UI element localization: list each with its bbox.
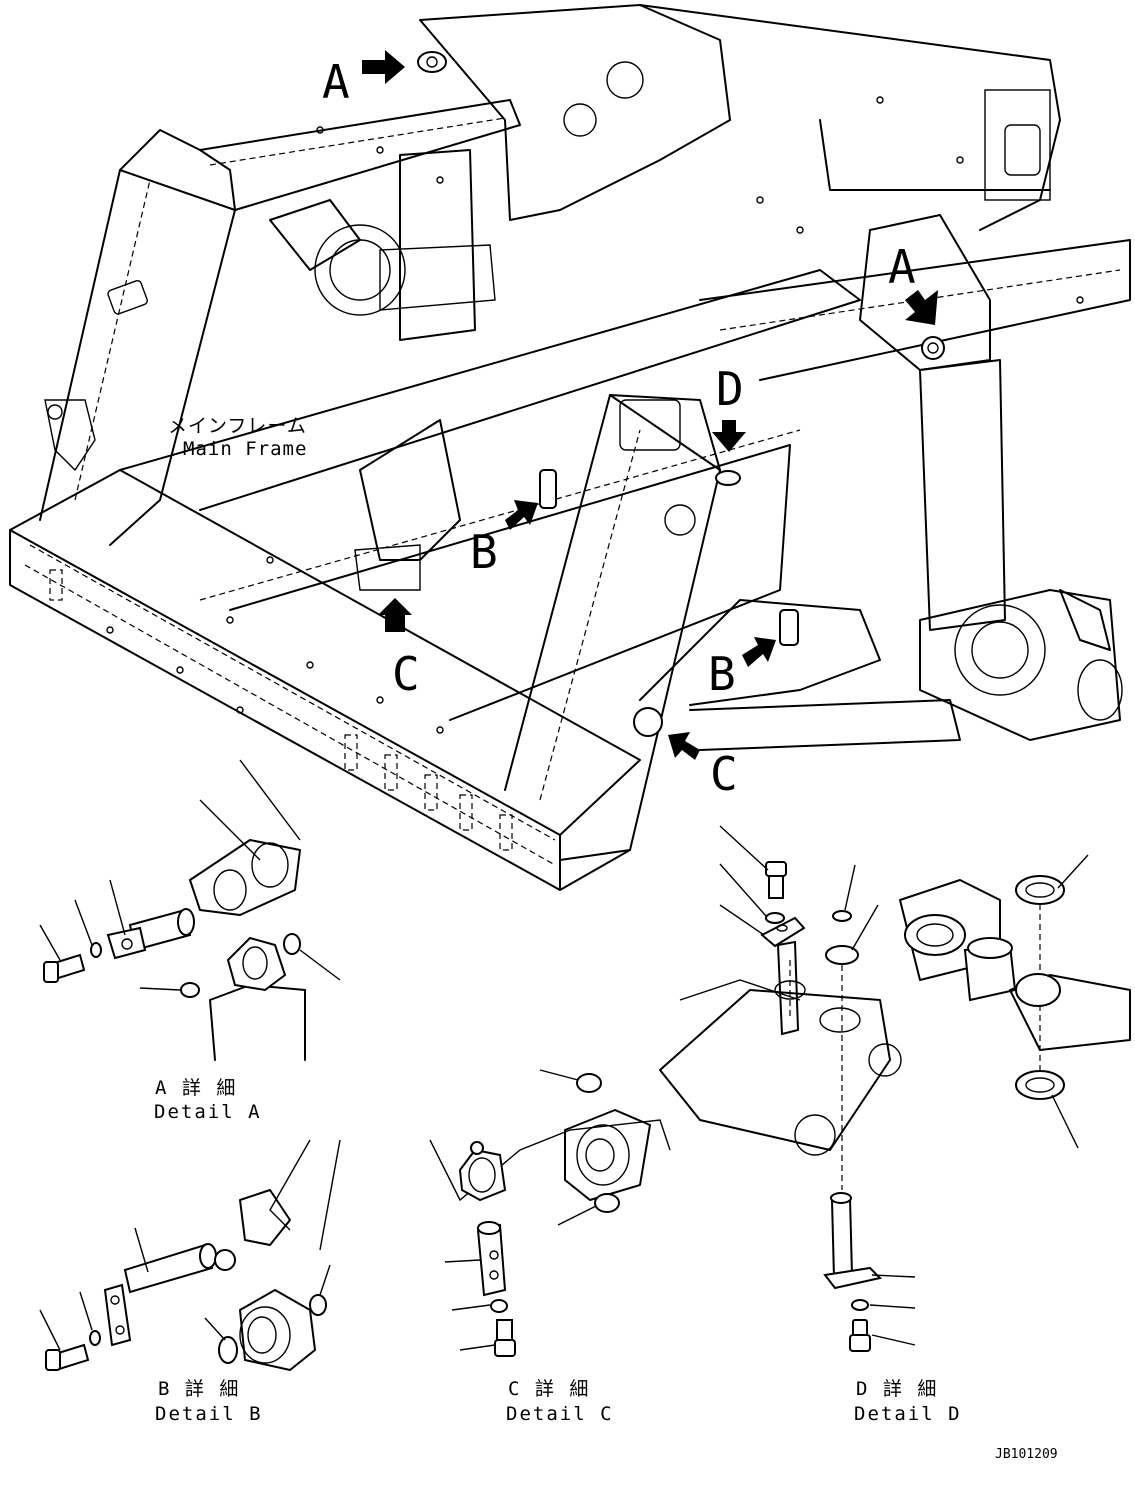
bolt-markers bbox=[106, 96, 1084, 734]
main-frame-label-en: Main Frame bbox=[183, 438, 307, 460]
svg-text:Detail C: Detail C bbox=[506, 1403, 614, 1425]
callout-c-left: C bbox=[378, 598, 420, 701]
callout-a-top: A bbox=[322, 50, 405, 109]
detail-b-drawing bbox=[39, 1139, 341, 1372]
detail-d-caption: D 詳 細 Detail D bbox=[854, 1378, 962, 1425]
lower-beam-ribs bbox=[49, 569, 513, 851]
detail-a-caption: A 詳 細 Detail A bbox=[154, 1077, 262, 1123]
svg-text:Detail B: Detail B bbox=[155, 1403, 263, 1425]
callout-d: D bbox=[712, 362, 746, 452]
callout-letter-c: C bbox=[710, 747, 738, 801]
svg-text:Detail A: Detail A bbox=[154, 1101, 262, 1123]
main-frame-label: メインフレーム Main Frame bbox=[168, 415, 307, 460]
svg-text:D 詳 細: D 詳 細 bbox=[856, 1378, 938, 1400]
svg-text:A 詳 細: A 詳 細 bbox=[155, 1077, 237, 1099]
arrow-up-left-icon bbox=[668, 732, 700, 760]
svg-text:Detail D: Detail D bbox=[854, 1403, 962, 1425]
callout-letter-b: B bbox=[708, 647, 736, 701]
detail-b-caption: B 詳 細 Detail B bbox=[155, 1378, 263, 1425]
detail-c-drawing bbox=[429, 1069, 671, 1357]
callout-letter-d: D bbox=[716, 362, 744, 416]
callout-letter-c: C bbox=[392, 647, 420, 701]
callout-letter-a: A bbox=[888, 240, 916, 294]
svg-text:C 詳 細: C 詳 細 bbox=[508, 1378, 590, 1400]
callout-b-right: B bbox=[708, 637, 776, 701]
main-frame-label-jp: メインフレーム bbox=[168, 415, 307, 437]
detail-c-caption: C 詳 細 Detail C bbox=[506, 1378, 614, 1425]
arrow-up-right-icon bbox=[505, 500, 538, 530]
svg-text:B 詳 細: B 詳 細 bbox=[158, 1378, 240, 1400]
callout-a-right: A bbox=[888, 240, 938, 325]
arrow-right-icon bbox=[362, 50, 405, 84]
main-frame-assembly bbox=[9, 4, 1131, 891]
arrow-down-icon bbox=[712, 420, 746, 452]
document-id: JB101209 bbox=[995, 1447, 1058, 1462]
arrow-right-icon bbox=[742, 637, 776, 667]
arrow-down-icon bbox=[905, 290, 938, 325]
callout-b-center: B bbox=[470, 500, 538, 579]
detail-a-drawing bbox=[39, 759, 341, 1061]
arrow-up-icon bbox=[378, 598, 412, 632]
callout-letter-b: B bbox=[470, 525, 498, 579]
detail-d-drawing bbox=[659, 825, 1131, 1352]
callout-letter-a: A bbox=[322, 55, 350, 109]
callout-c-right: C bbox=[668, 732, 738, 801]
